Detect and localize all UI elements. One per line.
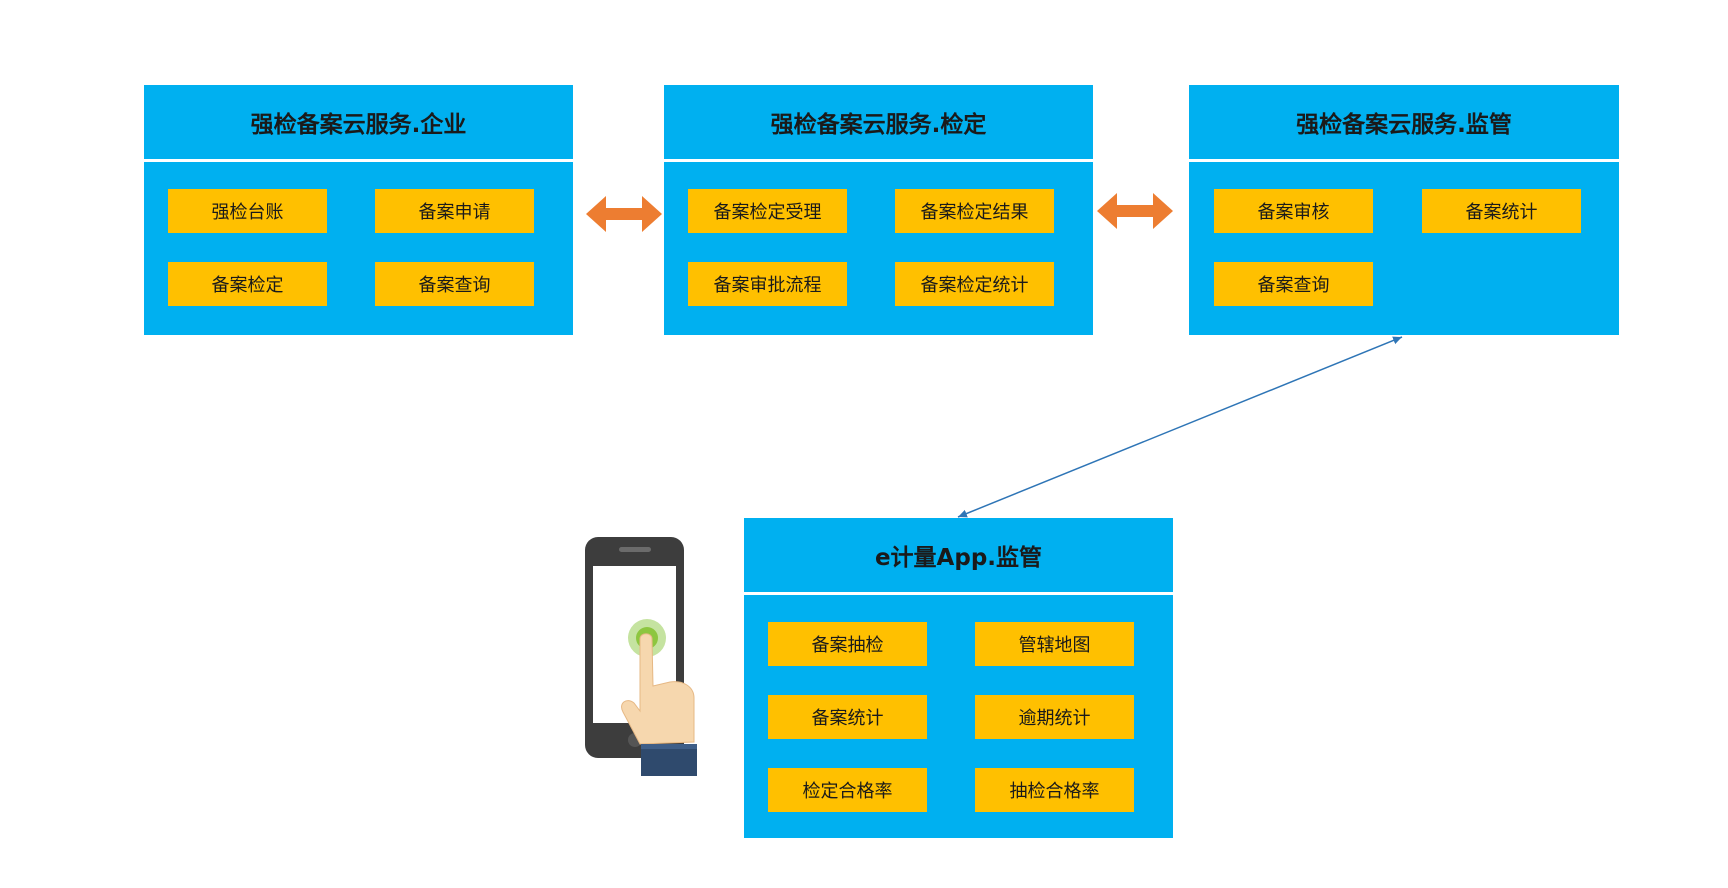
item-verification-accept[interactable]: 备案检定受理 (688, 189, 847, 233)
item-enterprise-apply[interactable]: 备案申请 (375, 189, 534, 233)
hand-touching-phone-icon (585, 537, 697, 776)
item-app-stats[interactable]: 备案统计 (768, 695, 927, 739)
item-supervision-review[interactable]: 备案审核 (1214, 189, 1373, 233)
item-verification-result[interactable]: 备案检定结果 (895, 189, 1054, 233)
item-verification-stats[interactable]: 备案检定统计 (895, 262, 1054, 306)
item-supervision-query[interactable]: 备案查询 (1214, 262, 1373, 306)
panel-enterprise: 强检备案云服务.企业 强检台账 备案申请 备案检定 备案查询 (144, 85, 573, 335)
item-enterprise-verify[interactable]: 备案检定 (168, 262, 327, 306)
panel-enterprise-title: 强检备案云服务.企业 (144, 85, 573, 162)
panel-verification: 强检备案云服务.检定 备案检定受理 备案检定结果 备案审批流程 备案检定统计 (664, 85, 1093, 335)
item-supervision-stats[interactable]: 备案统计 (1422, 189, 1581, 233)
panel-app: e计量App.监管 备案抽检 管辖地图 备案统计 逾期统计 检定合格率 抽检合格… (744, 518, 1173, 838)
item-app-pass-rate[interactable]: 检定合格率 (768, 768, 927, 812)
item-app-map[interactable]: 管辖地图 (975, 622, 1134, 666)
panel-app-title: e计量App.监管 (744, 518, 1173, 595)
double-arrow-verification-supervision (1097, 193, 1173, 229)
panel-supervision: 强检备案云服务.监管 备案审核 备案统计 备案查询 (1189, 85, 1619, 335)
item-app-overdue[interactable]: 逾期统计 (975, 695, 1134, 739)
panel-verification-title: 强检备案云服务.检定 (664, 85, 1093, 162)
item-enterprise-ledger[interactable]: 强检台账 (168, 189, 327, 233)
item-enterprise-query[interactable]: 备案查询 (375, 262, 534, 306)
double-arrow-enterprise-verification (586, 196, 662, 232)
item-app-spot-pass-rate[interactable]: 抽检合格率 (975, 768, 1134, 812)
item-verification-approval[interactable]: 备案审批流程 (688, 262, 847, 306)
connector-supervision-app (957, 336, 1403, 518)
item-app-spotcheck[interactable]: 备案抽检 (768, 622, 927, 666)
panel-supervision-title: 强检备案云服务.监管 (1189, 85, 1619, 162)
